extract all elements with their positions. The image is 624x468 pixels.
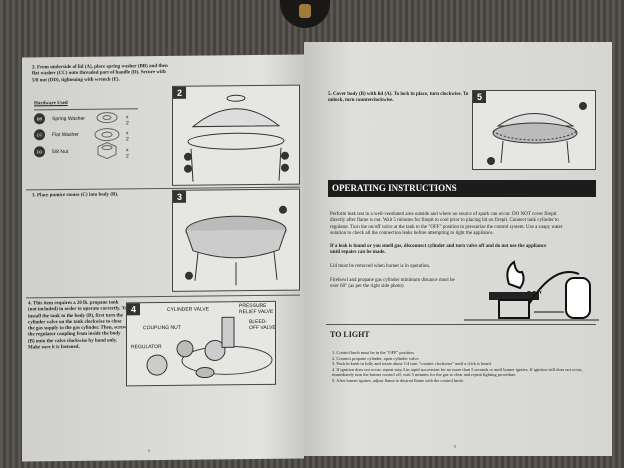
step-5-text: 5. Cover body (B) with lid (A). To lock … <box>328 92 469 104</box>
leak-warning: If a leak is found or you smell gas, dis… <box>330 244 547 256</box>
list-item: 5. After burner ignites, adjust flame to… <box>332 377 464 383</box>
figure-5: 5 <box>472 90 596 170</box>
list-item: 2. Connect propane cylinder, open cylind… <box>332 355 420 361</box>
step-2-text: 2. From underside of lid (A), place spri… <box>32 63 168 83</box>
page-number: 8 <box>148 448 150 454</box>
to-light-heading: TO LIGHT <box>330 330 370 339</box>
operating-instructions-heading: OPERATING INSTRUCTIONS <box>328 180 596 197</box>
list-item: 1. Control knob must be in the "OFF" pos… <box>332 350 415 355</box>
distance-label: 60" <box>526 290 542 301</box>
manual-right-page: 5. Cover body (B) with lid (A). To lock … <box>304 42 612 456</box>
lid-note: Lid must be removed when burner is in op… <box>330 264 431 269</box>
page-number: 9 <box>454 444 456 449</box>
figure-4: 4 CYLINDER VALVE PRESSURE RELIEF VALVE B… <box>126 300 276 387</box>
step-3-text: 3. Place pumice stones (C) into body (B)… <box>32 192 119 199</box>
figure-3: 3 <box>172 188 300 292</box>
distance-illustration <box>464 260 599 321</box>
light-steps: 1. Control knob must be in the "OFF" pos… <box>332 350 590 383</box>
distance-note: Firebowl and propane gas cylinder minimu… <box>330 278 455 290</box>
manual-left-page: 2. From underside of lid (A), place spri… <box>22 54 304 462</box>
step-4-text: 4. This item requires a 20 lb. propane t… <box>28 300 127 351</box>
list-item: 4. If ignition does not occur, repeat st… <box>332 366 583 378</box>
list-item: 3. Push in knob in fully and rotate abou… <box>332 361 492 366</box>
hardware-title: Hardware Used <box>34 100 68 107</box>
figure-2: 2 <box>172 84 300 186</box>
operating-text: Perform leak test in a well-ventilated a… <box>330 212 563 236</box>
